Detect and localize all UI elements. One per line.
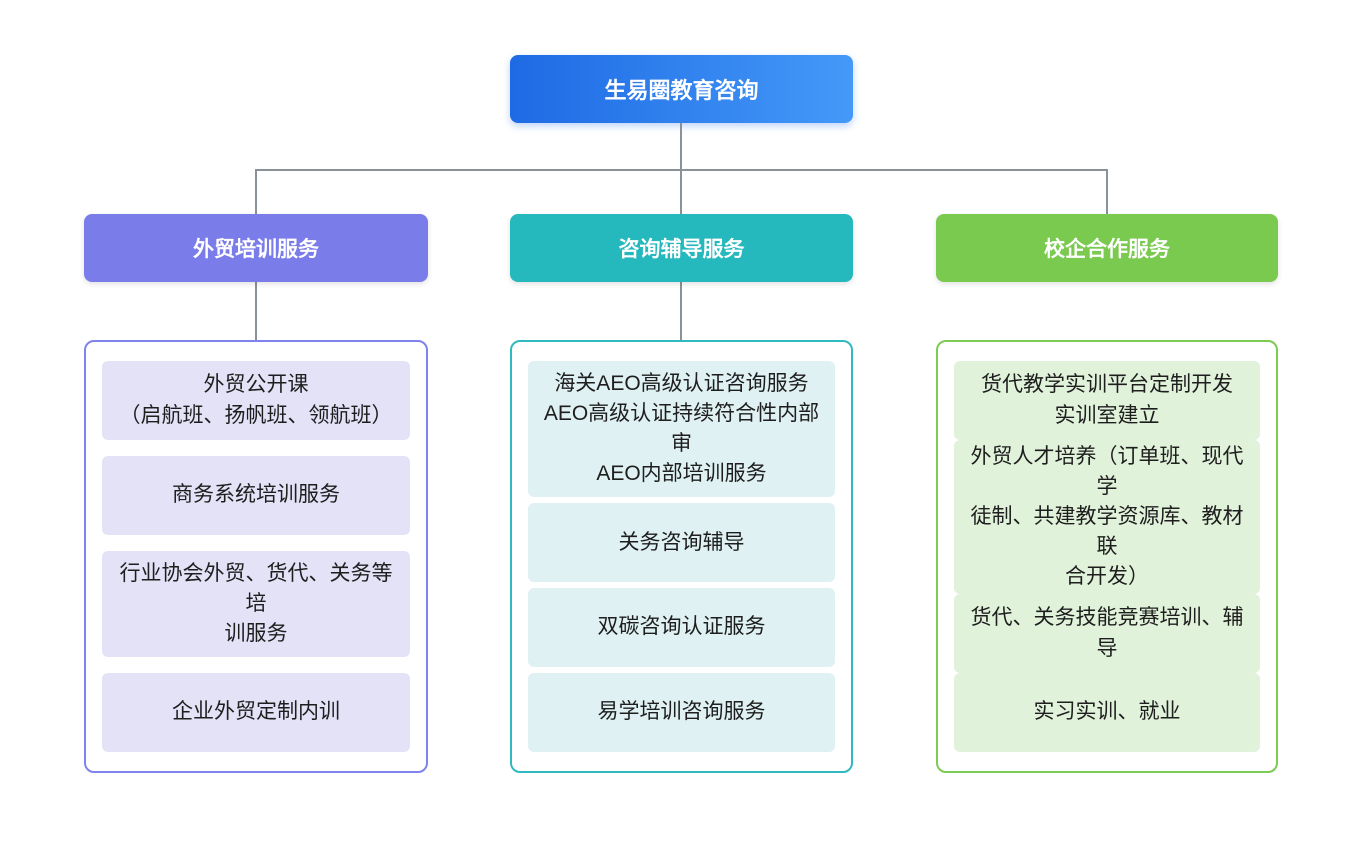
service-item: 外贸人才培养（订单班、现代学 徒制、共建教学资源库、教材联 合开发） — [954, 440, 1260, 594]
service-item: 海关AEO高级认证咨询服务 AEO高级认证持续符合性内部审 AEO内部培训服务 — [528, 361, 835, 498]
root-node-label: 生易圈教育咨询 — [604, 78, 759, 103]
branch-header-school-enterprise-cooperation: 校企合作服务 — [936, 214, 1278, 282]
service-item: 企业外贸定制内训 — [102, 673, 410, 752]
service-item: 关务咨询辅导 — [528, 503, 835, 583]
root-node: 生易圈教育咨询 — [510, 55, 853, 123]
branch-header-foreign-trade-training: 外贸培训服务 — [84, 214, 428, 282]
connector-drop-branch-1 — [255, 169, 257, 214]
connector-branch-2-panel — [680, 282, 682, 340]
connector-drop-branch-2 — [680, 169, 682, 214]
service-item: 货代教学实训平台定制开发 实训室建立 — [954, 361, 1260, 440]
service-item: 商务系统培训服务 — [102, 455, 410, 535]
connector-branch-1-panel — [255, 282, 257, 340]
branch-header-consulting-coaching: 咨询辅导服务 — [510, 214, 853, 282]
connector-drop-branch-3 — [1106, 169, 1108, 214]
service-item: 外贸公开课 （启航班、扬帆班、领航班） — [102, 361, 410, 440]
panel-school-enterprise-cooperation: 货代教学实训平台定制开发 实训室建立 外贸人才培养（订单班、现代学 徒制、共建教… — [936, 340, 1278, 773]
service-item: 双碳咨询认证服务 — [528, 588, 835, 667]
branch-header-label: 外贸培训服务 — [193, 238, 319, 261]
service-item: 易学培训咨询服务 — [528, 672, 835, 752]
panel-consulting-coaching: 海关AEO高级认证咨询服务 AEO高级认证持续符合性内部审 AEO内部培训服务 … — [510, 340, 853, 773]
service-item: 实习实训、就业 — [954, 673, 1260, 752]
panel-foreign-trade-training: 外贸公开课 （启航班、扬帆班、领航班） 商务系统培训服务 行业协会外贸、货代、关… — [84, 340, 428, 773]
branch-header-label: 校企合作服务 — [1044, 238, 1170, 261]
branch-header-label: 咨询辅导服务 — [618, 238, 745, 261]
service-item: 货代、关务技能竞赛培训、辅导 — [954, 594, 1260, 673]
service-item: 行业协会外贸、货代、关务等培 训服务 — [102, 550, 410, 658]
connector-root-stem — [680, 123, 682, 169]
